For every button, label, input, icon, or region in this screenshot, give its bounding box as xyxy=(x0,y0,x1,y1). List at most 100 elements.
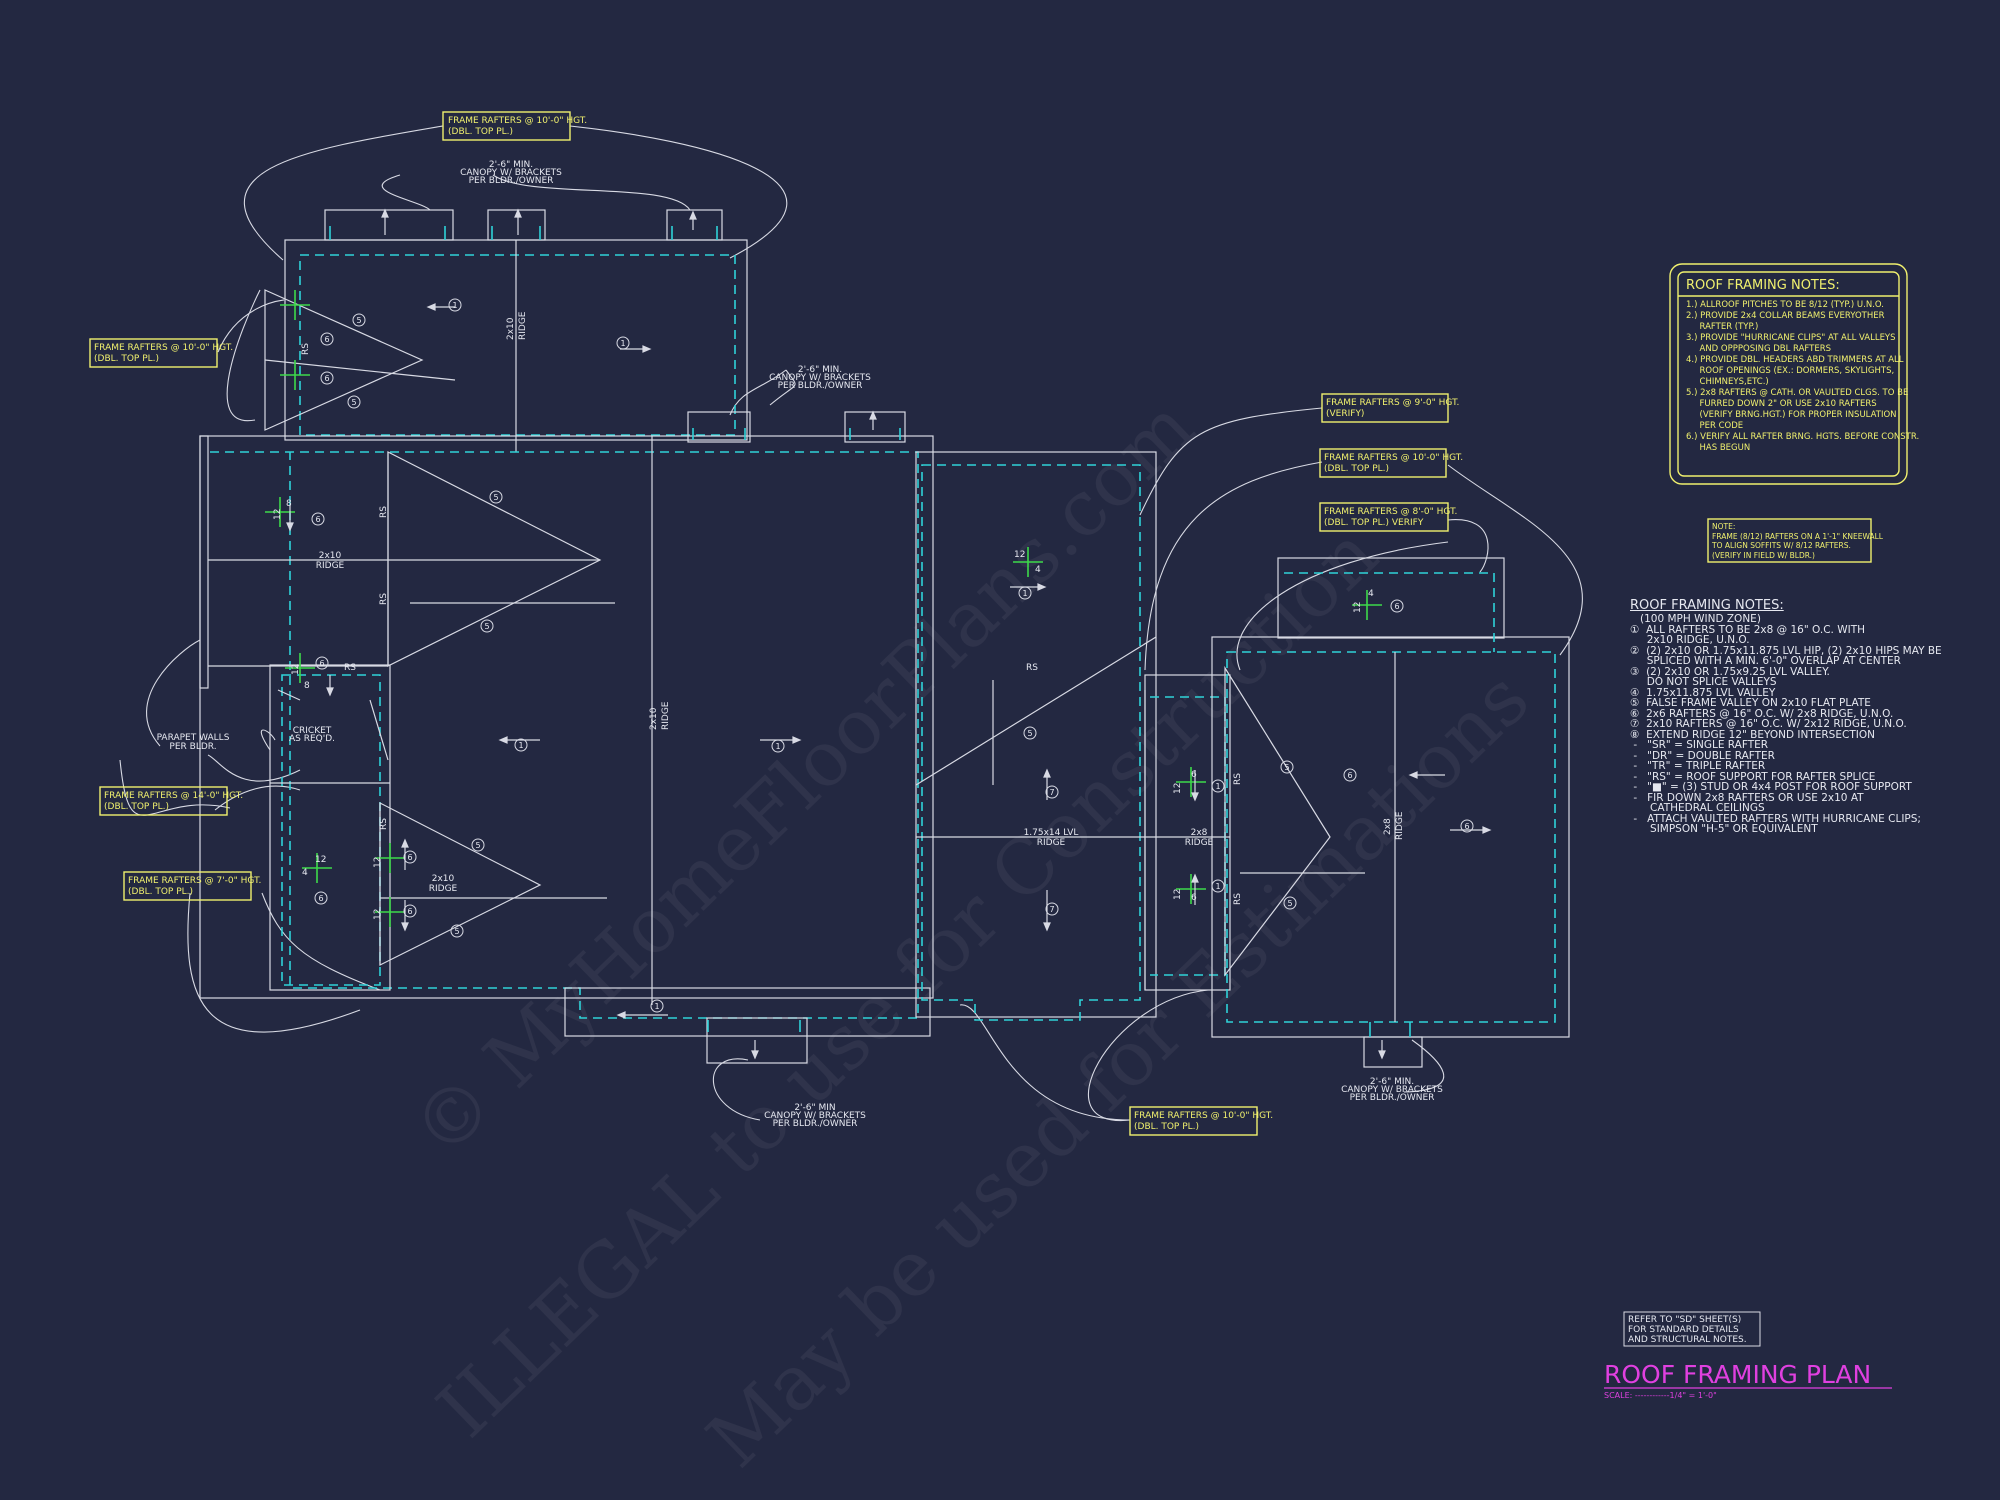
right-wing xyxy=(1211,557,1570,1068)
pitch-marks xyxy=(265,290,1382,927)
yellow-note-12: PER CODE xyxy=(1686,421,1744,431)
canopy-top-2: CANOPY W/ BRACKETS xyxy=(460,168,562,178)
ridge-vertical-size-1: 2x10 xyxy=(506,317,516,340)
ridge-2x8-label-1: 2x8 xyxy=(1191,828,1208,838)
refer-note-box xyxy=(1623,1311,1761,1347)
pitch-12-a: 12 xyxy=(273,509,283,520)
middle-right-block xyxy=(915,451,1230,1021)
ref-label-6d: 6 xyxy=(319,659,324,668)
callout-5-line2: (DBL. TOP PL.) VERIFY xyxy=(1324,518,1424,528)
white-notes-title: ROOF FRAMING NOTES: xyxy=(1630,598,1784,613)
ref-label-6h: 6 xyxy=(1394,602,1399,611)
side-note: NOTE: FRAME (8/12) RAFTERS ON A 1'-1" KN… xyxy=(1712,522,1883,560)
ridge-vertical-1: RIDGE xyxy=(518,311,528,340)
yellow-note-11: (VERIFY BRNG.HGT.) FOR PROPER INSULATION xyxy=(1686,410,1897,420)
canopy-right-3: PER BLDR./OWNER xyxy=(1350,1093,1435,1103)
white-note-18: - FIR DOWN 2x8 RAFTERS OR USE 2x10 AT xyxy=(1630,791,1864,804)
white-note-6: ③ (2) 2x10 OR 1.75x9.25 LVL VALLEY. xyxy=(1630,665,1830,678)
pitch-12-i: 12 xyxy=(1173,889,1183,900)
canopy-top-3: PER BLDR./OWNER xyxy=(469,176,554,186)
ridge-size-label-2: 2x10 xyxy=(432,874,455,884)
pitch-6-a: 6 xyxy=(1191,770,1197,780)
rs-label-4: RS xyxy=(379,818,389,830)
refer-note-2: FOR STANDARD DETAILS xyxy=(1628,1325,1739,1335)
pitch-4-a: 4 xyxy=(302,868,308,878)
pitch-12-d: 12 xyxy=(373,857,383,868)
ref-label-5b: 5 xyxy=(351,398,356,407)
side-note-3: TO ALIGN SOFFITS W/ 8/12 RAFTERS. xyxy=(1712,541,1851,550)
ref-label-5d: 5 xyxy=(484,622,489,631)
callout-1-line1: FRAME RAFTERS @ 10'-0" HGT. xyxy=(448,116,587,126)
ref-label-6g: 6 xyxy=(318,894,323,903)
canopy-bottom-2: CANOPY W/ BRACKETS xyxy=(764,1111,866,1121)
leader-lines xyxy=(119,125,1583,1122)
canopy-mid-1: 2'-6" MIN. xyxy=(798,365,842,375)
ref-label-6b: 6 xyxy=(324,374,329,383)
side-note-2: FRAME (8/12) RAFTERS ON A 1'-1" KNEEWALL xyxy=(1712,531,1883,541)
pitch-4-b: 4 xyxy=(1035,565,1041,575)
callout-2-line2: (DBL. TOP PL.) xyxy=(94,354,159,364)
white-note-17: - "■" = (3) STUD OR 4x4 POST FOR ROOF SU… xyxy=(1630,781,1912,793)
rs-label-3: RS xyxy=(379,593,389,605)
yellow-note-5: AND OPPPOSING DBL RAFTERS xyxy=(1686,344,1832,354)
canopy-mid-3: PER BLDR./OWNER xyxy=(778,381,863,391)
rs-label-8: RS xyxy=(1026,663,1038,673)
white-note-7: DO NOT SPLICE VALLEYS xyxy=(1630,676,1777,688)
pitch-12-h: 12 xyxy=(1173,783,1183,794)
canopy-mid-2: CANOPY W/ BRACKETS xyxy=(769,373,871,383)
white-note-13: - "SR" = SINGLE RAFTER xyxy=(1630,739,1769,751)
rs-label-7: RS xyxy=(344,663,356,673)
yellow-note-7: ROOF OPENINGS (EX.: DORMERS, SKYLIGHTS, xyxy=(1686,366,1895,376)
yellow-note-14: HAS BEGUN xyxy=(1686,443,1751,453)
ref-label-6e: 6 xyxy=(407,853,412,862)
rs-label-2: RS xyxy=(379,506,389,518)
pitch-4-c: 4 xyxy=(1368,589,1374,599)
callout-7-line2: (DBL. TOP PL.) xyxy=(128,887,193,897)
white-note-21: SIMPSON "H-5" OR EQUIVALENT xyxy=(1630,823,1818,835)
ref-label-5c: 5 xyxy=(493,493,498,502)
ridge-label-1: RIDGE xyxy=(316,561,345,571)
canopy-bottom-3: PER BLDR./OWNER xyxy=(773,1119,858,1129)
callout-4-line2: (DBL. TOP PL.) xyxy=(1324,464,1389,474)
yellow-note-1: 1.) ALLROOF PITCHES TO BE 8/12 (TYP.) U.… xyxy=(1686,300,1884,310)
callout-8-line2: (DBL. TOP PL.) xyxy=(1134,1122,1199,1132)
white-note-2: ① ALL RAFTERS TO BE 2x8 @ 16" O.C. WITH xyxy=(1630,623,1866,636)
yellow-note-10: FURRED DOWN 2" OR USE 2x10 RAFTERS xyxy=(1686,399,1877,409)
callout-6-line1: FRAME RAFTERS @ 14'-0" HGT. xyxy=(104,791,243,801)
ref-label-6a: 6 xyxy=(324,335,329,344)
drawing-scale: SCALE: ------------1/4" = 1'-0" xyxy=(1604,1391,1717,1400)
ref-label-1b: 1 xyxy=(620,339,625,348)
ref-label-7a: 7 xyxy=(1049,788,1054,797)
white-note-19: CATHEDRAL CEILINGS xyxy=(1630,802,1765,814)
canopy-right-2: CANOPY W/ BRACKETS xyxy=(1341,1085,1443,1095)
cricket-label-1: CRICKET xyxy=(293,726,332,736)
connector-block xyxy=(1144,665,1365,991)
yellow-notes-list: 1.) ALLROOF PITCHES TO BE 8/12 (TYP.) U.… xyxy=(1686,300,1919,454)
white-note-20: - ATTACH VAULTED RAFTERS WITH HURRICANE … xyxy=(1630,812,1921,825)
ref-label-1a: 1 xyxy=(452,301,457,310)
refer-note-3: AND STRUCTURAL NOTES. xyxy=(1628,1335,1747,1345)
cricket-label-2: AS REQ'D. xyxy=(289,734,335,744)
ref-label-5f: 5 xyxy=(454,927,459,936)
yellow-note-13: 6.) VERIFY ALL RAFTER BRNG. HGTS. BEFORE… xyxy=(1686,432,1920,442)
ridge-label-2: RIDGE xyxy=(429,884,458,894)
white-note-10: ⑥ 2x6 RAFTERS @ 16" O.C. W/ 2x8 RIDGE, U… xyxy=(1630,707,1894,720)
callout-5-line1: FRAME RAFTERS @ 8'-0" HGT. xyxy=(1324,507,1457,517)
ref-label-5e: 5 xyxy=(475,841,480,850)
reference-circle-labels: 1 1 1 1 1 1 1 1 5 5 5 5 5 5 5 5 5 6 6 6 … xyxy=(315,301,1469,1011)
yellow-note-4: 3.) PROVIDE "HURRICANE CLIPS" AT ALL VAL… xyxy=(1686,333,1896,343)
white-note-11: ⑦ 2x10 RAFTERS @ 16" O.C. W/ 2x12 RIDGE,… xyxy=(1630,718,1907,730)
pitch-12-b: 12 xyxy=(291,664,301,675)
pitch-12-e: 12 xyxy=(373,909,383,920)
ref-label-6j: 6 xyxy=(1464,822,1469,831)
ref-label-1c: 1 xyxy=(518,741,523,750)
ref-label-6i: 6 xyxy=(1347,771,1352,780)
refer-note-1: REFER TO "SD" SHEET(S) xyxy=(1628,1315,1742,1325)
canopy-right-1: 2'-6" MIN. xyxy=(1370,1077,1414,1087)
white-note-9: ⑤ FALSE FRAME VALLEY ON 2x10 FLAT PLATE xyxy=(1630,697,1871,709)
ref-label-1h: 1 xyxy=(1215,882,1220,891)
callout-4-line1: FRAME RAFTERS @ 10'-0" HGT. xyxy=(1324,453,1463,463)
ref-label-1f: 1 xyxy=(1022,589,1027,598)
white-note-14: - "DR" = DOUBLE RAFTER xyxy=(1630,749,1775,762)
